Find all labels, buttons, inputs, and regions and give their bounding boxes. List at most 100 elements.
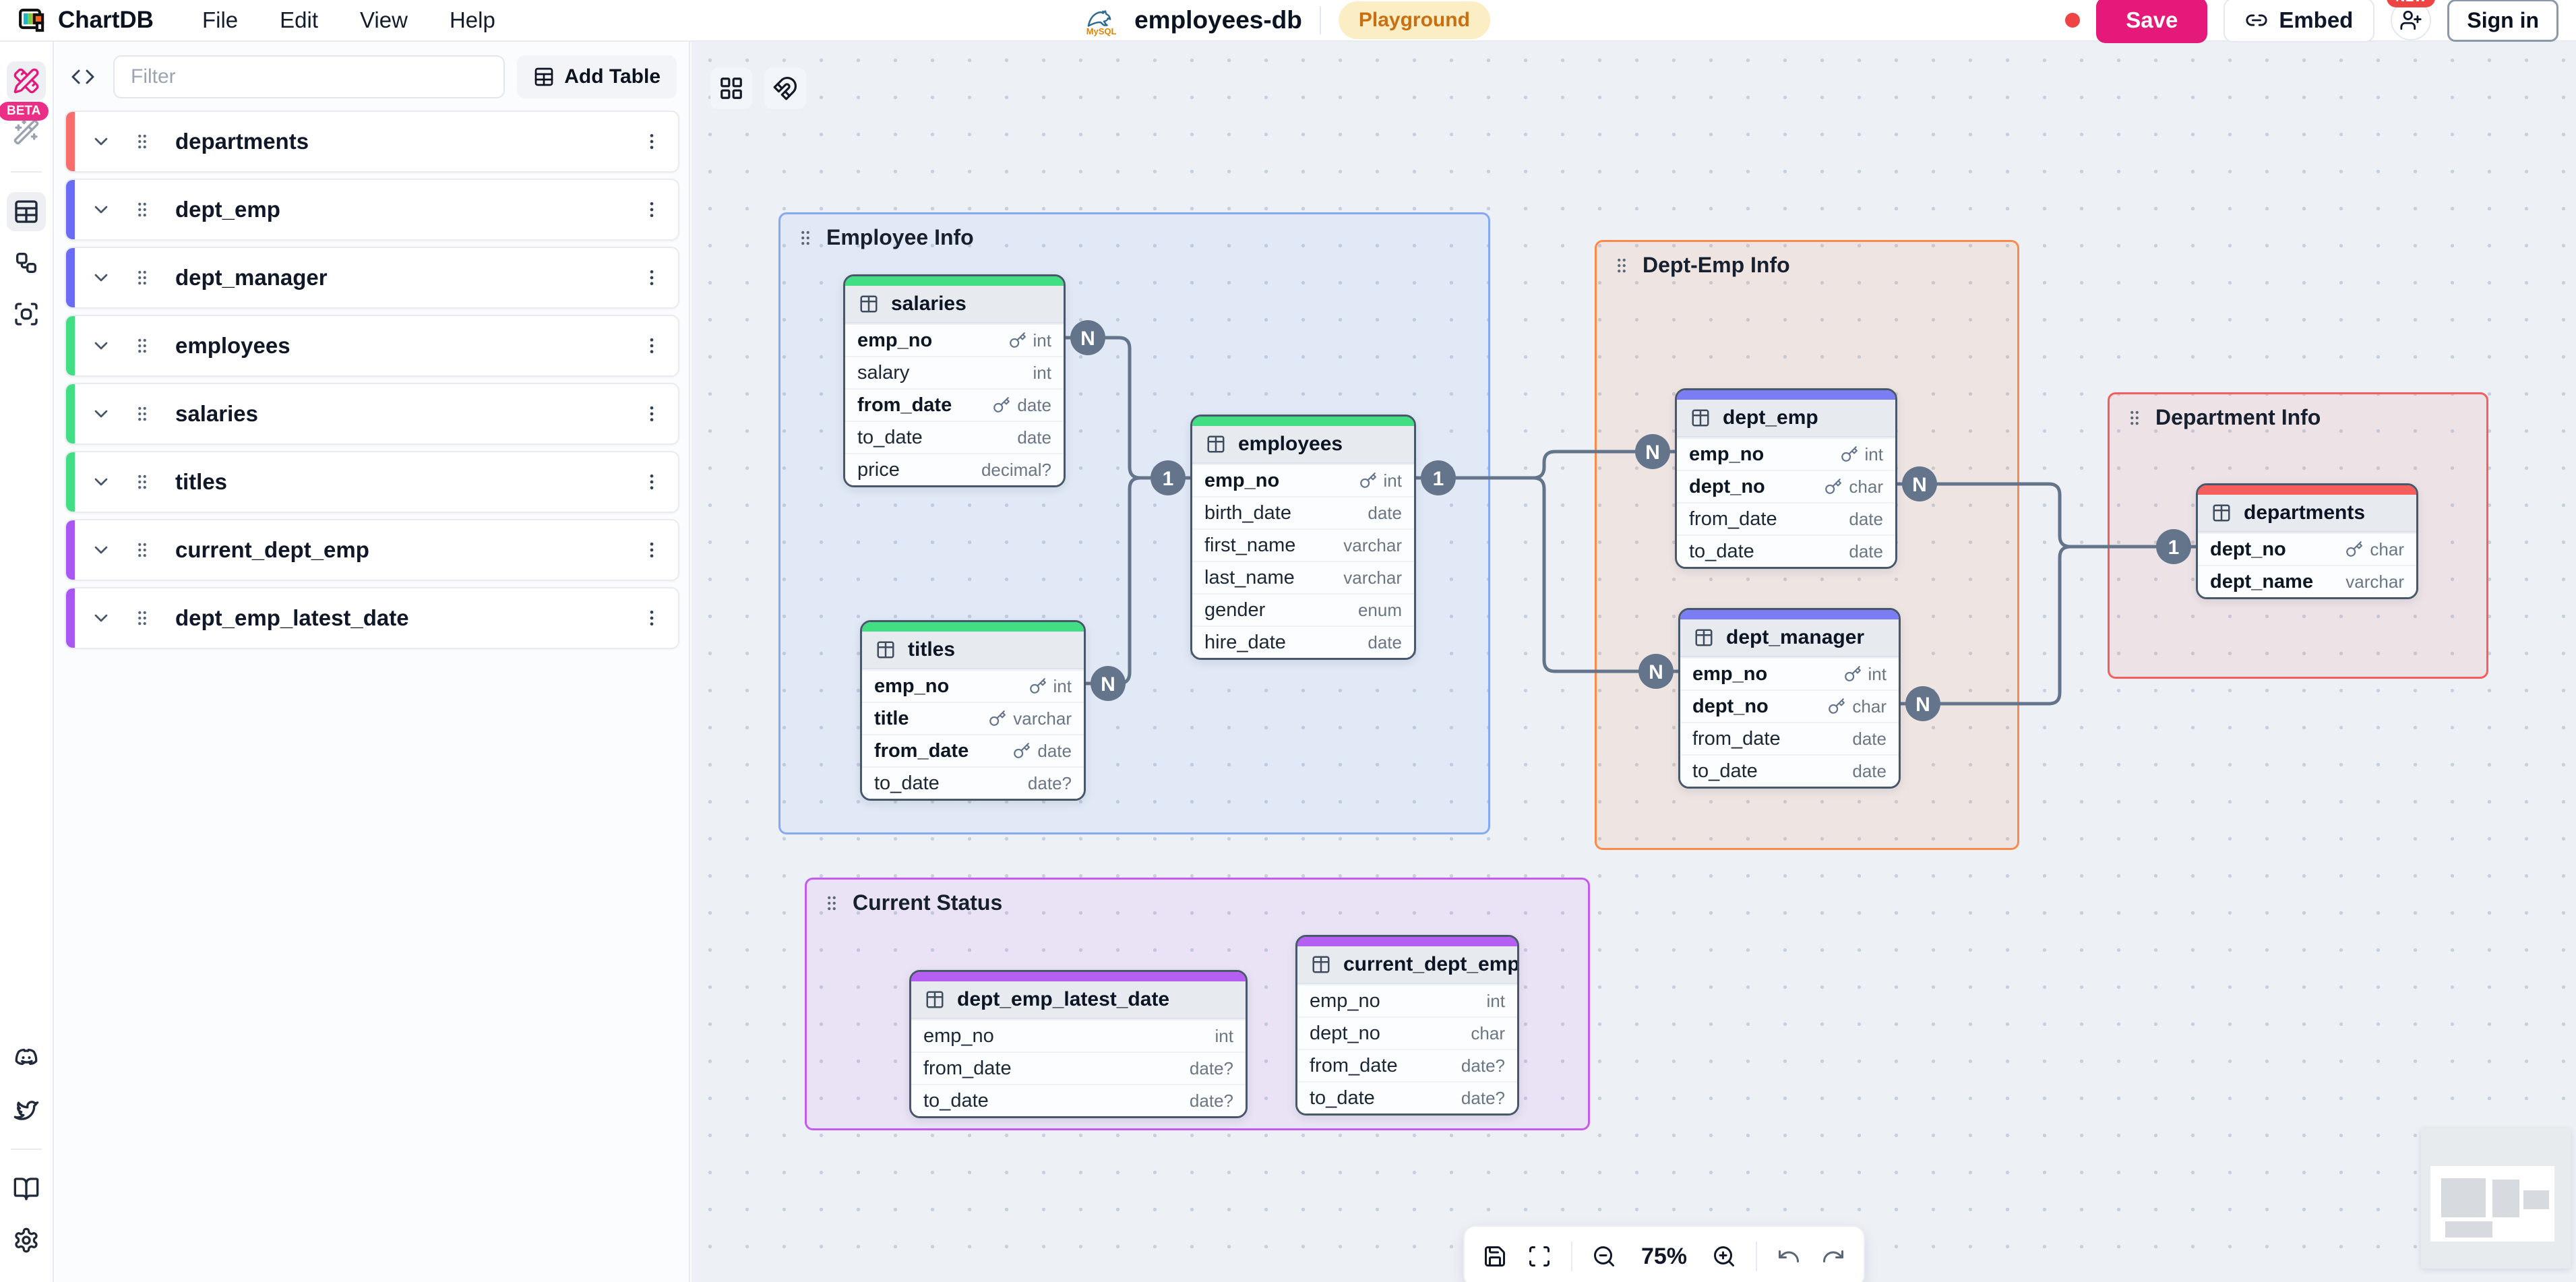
drag-handle-icon[interactable] — [2124, 408, 2145, 428]
rail-dependencies-scan-icon[interactable] — [7, 295, 46, 334]
table-menu-icon[interactable] — [642, 268, 662, 288]
drag-handle-icon[interactable] — [132, 404, 152, 424]
table-menu-icon[interactable] — [642, 608, 662, 628]
zoom-level-label[interactable]: 75% — [1640, 1243, 1688, 1269]
field-type: date — [1037, 740, 1072, 761]
table-menu-icon[interactable] — [642, 200, 662, 220]
undo-button[interactable] — [1768, 1235, 1810, 1277]
menu-edit[interactable]: Edit — [261, 1, 337, 40]
embed-button[interactable]: Embed — [2224, 0, 2375, 42]
drag-handle-icon[interactable] — [132, 472, 152, 492]
primary-key-icon — [989, 710, 1006, 727]
sidebar-table-item-employees[interactable]: employees — [65, 315, 679, 377]
field-name: from_date — [1692, 727, 1781, 750]
layout-grid-button[interactable] — [710, 67, 752, 109]
rail-docs-book-icon[interactable] — [7, 1169, 46, 1209]
drag-handle-icon[interactable] — [132, 540, 152, 560]
diagram-name[interactable]: employees-db — [1134, 6, 1302, 34]
sidebar-table-item-dept_emp_latest_date[interactable]: dept_emp_latest_date — [65, 587, 679, 649]
table-menu-icon[interactable] — [642, 540, 662, 560]
rail-settings-gear-icon[interactable] — [7, 1221, 46, 1260]
sign-in-button[interactable]: Sign in — [2447, 0, 2558, 42]
sidebar-table-item-titles[interactable]: titles — [65, 451, 679, 513]
chevron-down-icon[interactable] — [90, 471, 112, 493]
table-node-header[interactable]: departments — [2198, 495, 2416, 532]
menu-view[interactable]: View — [341, 1, 427, 40]
rail-divider — [11, 1149, 42, 1150]
zoom-in-button[interactable] — [1703, 1235, 1745, 1277]
drag-handle-icon[interactable] — [795, 228, 816, 248]
save-button[interactable] — [1474, 1235, 1516, 1277]
table-node-header[interactable]: titles — [862, 632, 1084, 669]
field-name: to_date — [857, 426, 923, 448]
chevron-down-icon[interactable] — [90, 403, 112, 425]
table-node-header[interactable]: dept_emp — [1677, 400, 1895, 437]
chevron-down-icon[interactable] — [90, 131, 112, 152]
chevron-down-icon[interactable] — [90, 539, 112, 561]
redo-button[interactable] — [1812, 1235, 1854, 1277]
drag-handle-icon[interactable] — [132, 268, 152, 288]
table-node-header[interactable]: current_dept_emp — [1297, 946, 1517, 984]
sidebar-table-item-dept_emp[interactable]: dept_emp — [65, 179, 679, 241]
redo-icon — [1821, 1244, 1845, 1269]
table-node-header[interactable]: employees — [1192, 426, 1414, 464]
save-button[interactable]: Save — [2096, 0, 2208, 43]
drag-handle-icon[interactable] — [132, 131, 152, 152]
rail-relationships-icon[interactable] — [7, 243, 46, 282]
table-accent-bar — [66, 180, 75, 239]
sidebar-table-item-departments[interactable]: departments — [65, 111, 679, 173]
show-code-button[interactable] — [65, 59, 101, 95]
add-table-button[interactable]: Add Table — [517, 55, 677, 98]
table-menu-icon[interactable] — [642, 336, 662, 356]
table-color-bar — [911, 972, 1246, 981]
fullscreen-button[interactable] — [1519, 1235, 1560, 1277]
minimap[interactable] — [2421, 1128, 2571, 1269]
table-menu-icon[interactable] — [642, 472, 662, 492]
drag-handle-icon[interactable] — [132, 608, 152, 628]
sidebar-table-item-salaries[interactable]: salaries — [65, 383, 679, 445]
table-accent-bar — [66, 112, 75, 171]
drag-handle-icon[interactable] — [132, 336, 152, 356]
rail-tables-panel-icon[interactable] — [7, 192, 46, 231]
table-node-header[interactable]: salaries — [845, 286, 1064, 324]
table-accent-bar — [66, 520, 75, 580]
drag-handle-icon[interactable] — [1612, 255, 1632, 276]
magnet-button[interactable] — [764, 67, 806, 109]
chevron-down-icon[interactable] — [90, 335, 112, 357]
table-menu-icon[interactable] — [642, 131, 662, 152]
table-menu-icon[interactable] — [642, 404, 662, 424]
table-node-header[interactable]: dept_emp_latest_date — [911, 981, 1246, 1019]
rail-magic-wand-icon[interactable]: BETA — [0, 102, 49, 152]
drag-handle-icon[interactable] — [132, 200, 152, 220]
sidebar-table-item-current_dept_emp[interactable]: current_dept_emp — [65, 519, 679, 581]
rail-twitter-icon[interactable] — [7, 1090, 46, 1129]
rail-divider — [11, 171, 42, 173]
table-node-header[interactable]: dept_manager — [1680, 619, 1899, 657]
drag-handle-icon[interactable] — [822, 893, 842, 913]
menu-file[interactable]: File — [183, 1, 257, 40]
filter-input[interactable] — [113, 55, 505, 98]
rail-discord-icon[interactable] — [7, 1039, 46, 1078]
menu-help[interactable]: Help — [431, 1, 514, 40]
field-type: date — [1852, 760, 1887, 781]
rail-pencil-ruler-icon[interactable] — [7, 61, 46, 100]
chevron-down-icon[interactable] — [90, 199, 112, 220]
top-bar-actions: Save Embed NEW Sign in — [2065, 0, 2558, 43]
zoom-out-button[interactable] — [1583, 1235, 1625, 1277]
table-color-bar — [862, 622, 1084, 632]
chevron-down-icon[interactable] — [90, 607, 112, 629]
chevron-down-icon[interactable] — [90, 267, 112, 288]
sidebar-table-item-dept_manager[interactable]: dept_manager — [65, 247, 679, 309]
